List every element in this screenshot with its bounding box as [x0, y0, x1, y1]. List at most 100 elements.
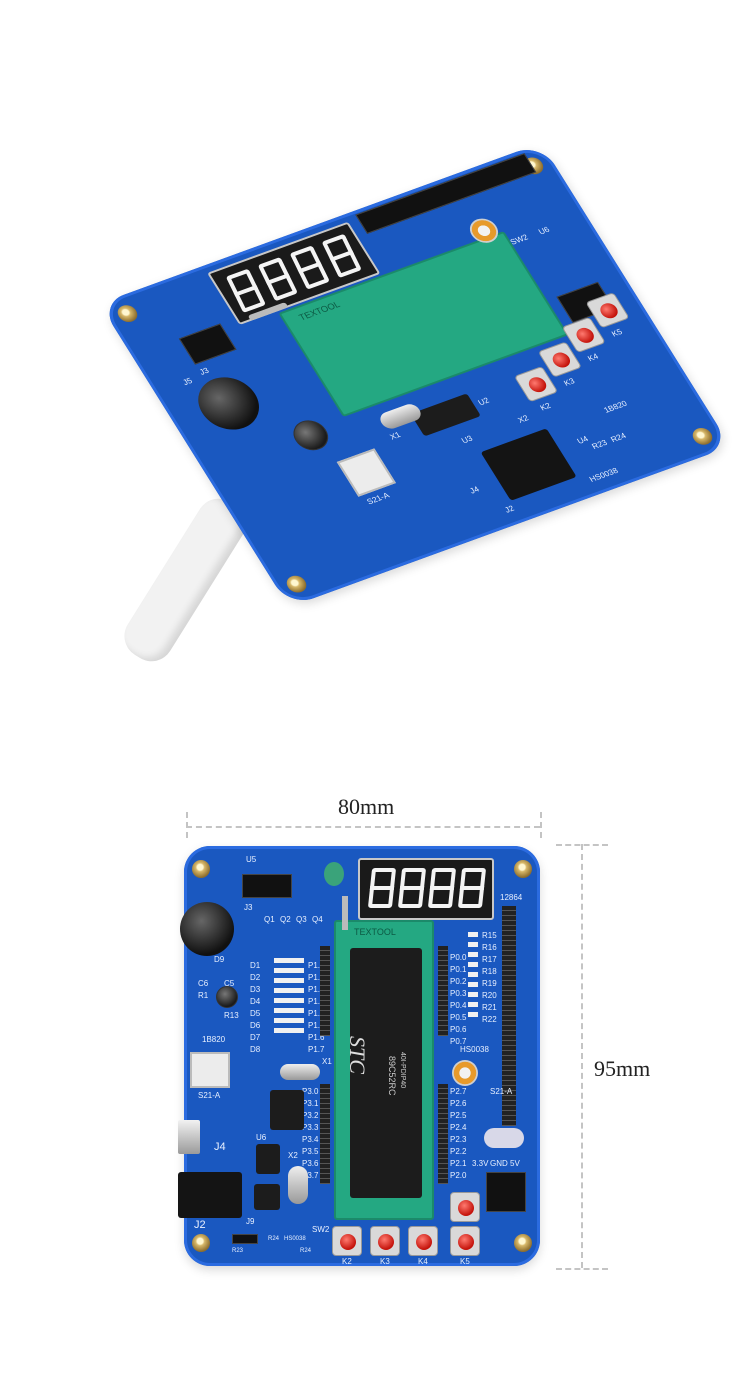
button-k3[interactable]	[370, 1226, 400, 1256]
silk-r13: D9	[214, 955, 225, 964]
micro-usb-port[interactable]	[178, 1120, 200, 1154]
silk-p1-5: P1.5	[308, 1021, 325, 1030]
width-dimension-tick-right	[540, 812, 542, 838]
buzzer	[180, 902, 234, 956]
silk-k2: K2	[342, 1257, 352, 1266]
silk-p2-4: P2.4	[450, 1123, 467, 1132]
socket-brand: TEXTOOL	[297, 299, 342, 323]
silk-j3: J3	[197, 366, 211, 377]
silk-p3-7: P3.7	[302, 1171, 319, 1180]
silk-p0-7: P0.7	[450, 1037, 467, 1046]
button-k5[interactable]	[450, 1226, 480, 1256]
silk-x2: X2	[288, 1151, 298, 1160]
digit	[427, 868, 457, 908]
height-dimension-label: 95mm	[594, 1056, 651, 1081]
silk-u2: U2	[476, 395, 491, 408]
silk-r15: R15	[482, 931, 497, 940]
height-dimension-tick-bottom	[556, 1268, 608, 1270]
right-resistor-array	[468, 932, 478, 1022]
button-reset[interactable]	[450, 1192, 480, 1222]
ir-receiver-header	[232, 1234, 258, 1244]
silk-hs0038: R23	[232, 1248, 244, 1254]
silk-d1: D1	[250, 961, 261, 970]
pin-header	[178, 323, 237, 365]
chip-model: 89C52RC	[387, 1056, 397, 1096]
silk-s21a: S21-A	[365, 490, 392, 507]
p0-header	[438, 946, 448, 1036]
mount-hole	[514, 1234, 532, 1252]
digit	[457, 868, 487, 908]
digit	[289, 245, 330, 290]
silk-p3-4: P3.4	[302, 1135, 319, 1144]
silk-p1-3: P1.3	[308, 997, 325, 1006]
silk-gnd: GND	[490, 1159, 508, 1168]
silk-p3-3: P3.3	[302, 1123, 319, 1132]
silk-p0-5: P0.5	[450, 1013, 467, 1022]
silk-u4: U4	[575, 434, 590, 446]
silk-j2: J2	[194, 1219, 206, 1231]
dc-power-jack[interactable]	[178, 1172, 242, 1218]
silk-1b820: R24	[300, 1248, 312, 1254]
silk-k5: K5	[460, 1257, 470, 1266]
silk-j3: J3	[244, 903, 253, 912]
silk-s21a: S21-A	[198, 1091, 221, 1100]
p2-header	[438, 1084, 448, 1184]
silk-c6: C5	[224, 979, 235, 988]
silk-k2: K2	[538, 401, 553, 413]
silk-k3: K3	[562, 376, 577, 388]
power-switch[interactable]	[336, 448, 396, 497]
silk-r23: R23	[590, 438, 609, 451]
zif-socket: TEXTOOL STC 89C52RC 40I-PDIP40	[334, 920, 434, 1220]
serial-chip	[270, 1090, 304, 1130]
silk-r23: R24	[268, 1236, 280, 1242]
button-k2[interactable]	[332, 1226, 362, 1256]
capacitor-c6	[216, 986, 238, 1008]
mount-hole	[192, 1234, 210, 1252]
silk-p0-4: P0.4	[450, 1001, 467, 1010]
silk-j2: J2	[503, 503, 516, 515]
digit	[257, 256, 298, 302]
digit	[225, 268, 267, 313]
digit	[397, 868, 427, 908]
chip-package: 40I-PDIP40	[399, 1052, 406, 1089]
silk-r24: R24	[609, 431, 628, 445]
silk-p1-6: P1.6	[308, 1033, 325, 1042]
dc-jack[interactable]	[480, 428, 577, 501]
silk-p2-7: P2.7	[450, 1087, 467, 1096]
silk-p2-5: P2.5	[450, 1111, 467, 1120]
silk-p1-0: P1.0	[308, 961, 325, 970]
silk-r22: R22	[482, 1015, 497, 1024]
silk-q4: Q4	[312, 915, 323, 924]
digit	[321, 233, 362, 279]
buzzer	[187, 369, 271, 438]
silk-p2-3: P2.3	[450, 1135, 467, 1144]
silk-p3-6: P3.6	[302, 1159, 319, 1168]
silk-3v3: 3.3V	[472, 1159, 489, 1168]
silk-sw2: HS0038	[460, 1045, 489, 1054]
silk-p1-7: P1.7	[308, 1045, 325, 1054]
silk-p2-6: P2.6	[450, 1099, 467, 1108]
silk-u5: U5	[246, 855, 257, 864]
led-resistor-array	[274, 958, 304, 1038]
silk-q3: Q3	[296, 915, 307, 924]
potentiometer-sw2[interactable]	[452, 1060, 478, 1086]
silk-k3: K3	[380, 1257, 390, 1266]
silk-k4: K4	[418, 1257, 428, 1266]
silk-r2: R1	[198, 991, 209, 1000]
crystal-x2	[288, 1166, 308, 1204]
button-k4[interactable]	[408, 1226, 438, 1256]
chip-brand: STC	[345, 1036, 370, 1074]
width-dimension-tick-left	[186, 812, 188, 838]
silk-p0-2: P0.2	[450, 977, 467, 986]
pcb-board-top-view: U5 J3 Q1 Q2 Q3 Q4 12864 D1 D2 D3 D4 D5 D…	[178, 846, 540, 1266]
silk-r21: R21	[482, 1003, 497, 1012]
silk-p0-3: P0.3	[450, 989, 467, 998]
power-switch[interactable]	[190, 1052, 230, 1088]
silk-x1: X1	[388, 430, 403, 442]
mcu-chip: STC 89C52RC 40I-PDIP40	[345, 948, 422, 1198]
silk-x2: X2	[516, 413, 531, 425]
silk-d9: 1B820	[202, 1035, 226, 1044]
silk-d5: D5	[250, 1009, 261, 1018]
silk-p0-6: P0.6	[450, 1025, 467, 1034]
silk-d2: D2	[250, 973, 261, 982]
